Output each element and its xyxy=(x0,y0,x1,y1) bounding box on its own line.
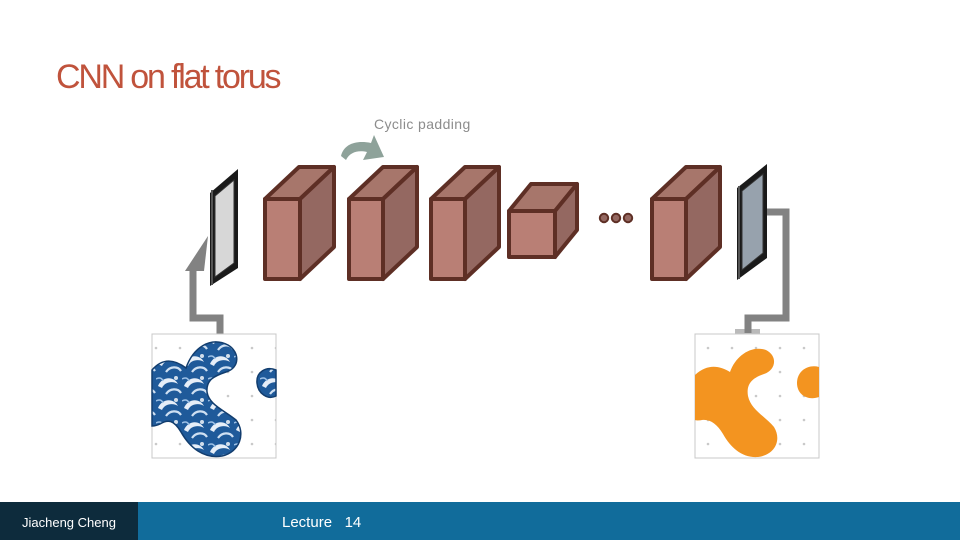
conv-block-2 xyxy=(347,165,419,281)
ellipsis-icon xyxy=(598,212,634,224)
output-image xyxy=(694,333,820,459)
input-image xyxy=(151,333,277,459)
footer-bar: Jiacheng Cheng Lecture 14 xyxy=(0,502,960,540)
conv-block-1 xyxy=(263,165,336,281)
slide-title: CNN on flat torus xyxy=(56,58,282,96)
input-blob-shape xyxy=(151,341,242,458)
cnn-diagram xyxy=(151,135,820,459)
footer-author-panel: Jiacheng Cheng xyxy=(0,502,138,540)
output-blob-wrap xyxy=(797,366,819,399)
conv-block-4 xyxy=(507,182,579,259)
lecture-number: 14 xyxy=(344,514,362,531)
conv-block-5 xyxy=(650,165,722,281)
output-feature-plane xyxy=(737,164,767,280)
cyclic-padding-arrow xyxy=(341,135,384,160)
author-name: Jiacheng Cheng xyxy=(22,515,116,530)
input-connector-arrow xyxy=(185,236,224,334)
cyclic-padding-label: Cyclic padding xyxy=(374,116,471,132)
input-feature-plane xyxy=(210,169,238,286)
lecture-word: Lecture xyxy=(282,514,333,531)
lecture-label: Lecture 14 xyxy=(282,514,361,531)
input-blob-wrap xyxy=(256,368,277,398)
output-blob-shape xyxy=(695,348,778,458)
conv-block-3 xyxy=(429,165,501,281)
